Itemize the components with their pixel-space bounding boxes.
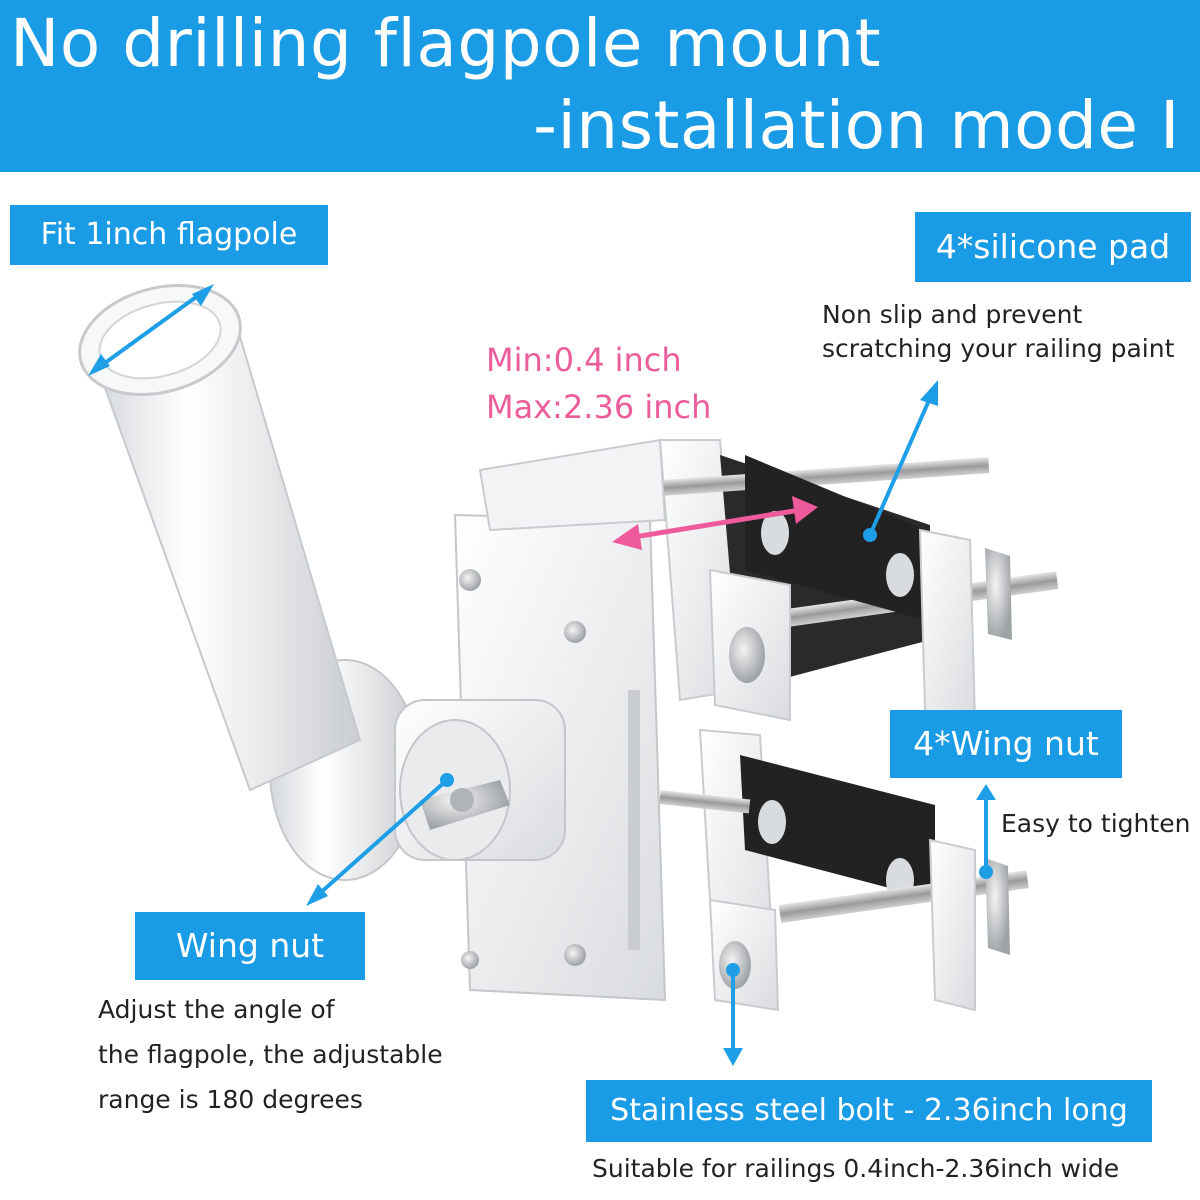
lower-front-clamp [708, 838, 1010, 1012]
range-min: Min:0.4 inch [486, 341, 682, 379]
silicone-pad-label: 4*silicone pad [915, 212, 1191, 282]
bolt-label: Stainless steel bolt - 2.36inch long [586, 1080, 1152, 1142]
wing-nut-4-desc: Easy to tighten [1001, 809, 1191, 838]
silicone-pad-desc-1: Non slip and prevent [822, 300, 1083, 329]
wing-nut-desc-1: Adjust the angle of [98, 995, 335, 1024]
bolt-desc: Suitable for railings 0.4inch-2.36inch w… [592, 1154, 1120, 1183]
wing-nut-4-arrow [976, 784, 996, 879]
fit-flagpole-label: Fit 1inch flagpole [10, 205, 328, 265]
wing-nut-desc-3: range is 180 degrees [98, 1085, 363, 1114]
page-title-line-2: -installation mode I [533, 87, 1180, 164]
wing-nut-label: Wing nut [135, 912, 365, 980]
flagpole-tube [78, 283, 362, 792]
silicone-pad-desc-2: scratching your railing paint [822, 334, 1175, 363]
page-title-line-1: No drilling flagpole mount [10, 5, 882, 82]
bolt-arrow [723, 963, 743, 1066]
diameter-arrow [88, 284, 214, 376]
title-banner: No drilling flagpole mount -installation… [0, 0, 1200, 172]
wing-nut-4-label: 4*Wing nut [890, 710, 1122, 778]
wing-nut-desc-2: the flagpole, the adjustable [98, 1040, 443, 1069]
wing-nut-arrow [306, 773, 454, 906]
upper-front-clamp [708, 528, 1012, 722]
range-max: Max:2.36 inch [486, 388, 712, 426]
silicone-pad-arrow [863, 380, 938, 542]
range-arrow [612, 496, 818, 550]
upper-silicone-pad [745, 455, 925, 620]
